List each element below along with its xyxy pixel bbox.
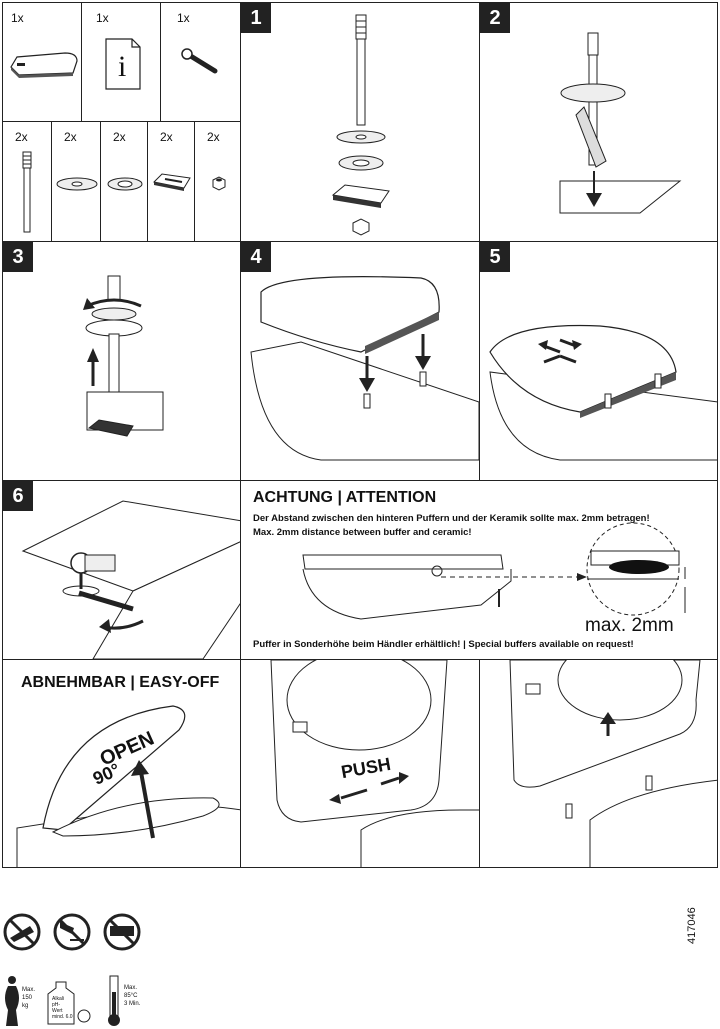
part-cell-bolt: 2x bbox=[2, 121, 52, 242]
part-cell-nut: 2x bbox=[194, 121, 241, 242]
part-cell-washer-b: 2x bbox=[100, 121, 148, 242]
no-scouring-pad-icon bbox=[103, 913, 141, 951]
no-abrasive-icon bbox=[3, 913, 41, 951]
easy-off-title: ABNEHMBAR | EASY-OFF bbox=[21, 674, 220, 691]
attention-title: ACHTUNG | ATTENTION bbox=[253, 489, 437, 506]
info-sheet-icon bbox=[105, 38, 141, 90]
attention-line-de: Der Abstand zwischen den hinteren Puffer… bbox=[253, 513, 650, 524]
fixing-plate-icon bbox=[152, 173, 191, 191]
place-seat-illustration bbox=[250, 276, 479, 461]
part-qty: 2x bbox=[160, 130, 173, 144]
part-cell-seat: 1x bbox=[2, 2, 82, 122]
attention-panel: ACHTUNG | ATTENTION Der Abstand zwischen… bbox=[240, 480, 718, 660]
weight-person-icon bbox=[5, 976, 19, 1026]
step-4-panel: 4 bbox=[240, 241, 480, 481]
special-buffers-note: Puffer in Sonderhöhe beim Händler erhält… bbox=[253, 639, 634, 650]
washer-icon bbox=[107, 177, 143, 191]
weight-label: Max. 150 kg bbox=[22, 987, 36, 1009]
lift-off-panel bbox=[479, 659, 718, 868]
part-qty: 2x bbox=[64, 130, 77, 144]
screw-tightening-illustration bbox=[21, 500, 240, 659]
step-number: 6 bbox=[3, 481, 33, 511]
step-number: 1 bbox=[241, 3, 271, 33]
part-cell-info: 1x i bbox=[81, 2, 161, 122]
attention-line-en: Max. 2mm distance between buffer and cer… bbox=[253, 527, 472, 538]
part-qty: 1x bbox=[96, 11, 109, 25]
temperature-label: Max. 85°C 3 Min. bbox=[124, 985, 141, 1007]
toilet-seat-icon bbox=[10, 52, 78, 78]
step-number: 5 bbox=[480, 242, 510, 272]
washer-icon bbox=[56, 177, 98, 191]
part-qty: 1x bbox=[177, 11, 190, 25]
step-number: 4 bbox=[241, 242, 271, 272]
step-3-panel: 3 bbox=[2, 241, 241, 481]
threaded-bolt-icon bbox=[22, 151, 32, 233]
part-cell-wrench: 1x bbox=[160, 2, 241, 122]
step-2-panel: 2 bbox=[479, 2, 718, 242]
adjust-seat-illustration bbox=[489, 324, 717, 461]
push-release-illustration bbox=[270, 660, 479, 867]
wrench-icon bbox=[181, 48, 218, 74]
info-glyph: i bbox=[118, 50, 127, 83]
thermometer-icon bbox=[108, 975, 120, 1026]
step-6-panel: 6 bbox=[2, 480, 241, 660]
step-1-panel: 1 bbox=[240, 2, 480, 242]
step-5-panel: 5 bbox=[479, 241, 718, 481]
no-chemicals-icon bbox=[53, 913, 91, 951]
push-panel: PUSH bbox=[240, 659, 480, 868]
care-symbols bbox=[3, 913, 141, 1026]
part-cell-washer-a: 2x bbox=[51, 121, 101, 242]
cleaner-label: Alkali pH- Wert mind. 6.0 bbox=[52, 996, 73, 1020]
bolt-insert-illustration bbox=[559, 32, 682, 214]
open-seat-illustration bbox=[16, 705, 240, 867]
easy-off-panel: ABNEHMBAR | EASY-OFF OPEN 90° bbox=[2, 659, 241, 868]
nut-icon bbox=[212, 176, 226, 191]
max-gap-label: max. 2mm bbox=[585, 615, 674, 636]
part-cell-plate: 2x bbox=[147, 121, 195, 242]
step-number: 2 bbox=[480, 3, 510, 33]
exploded-bolt-illustration bbox=[331, 14, 390, 236]
lift-seat-illustration bbox=[509, 660, 717, 867]
instruction-grid: 1x 1x i 1x 2x 2x bbox=[2, 2, 718, 868]
article-number: 417046 bbox=[686, 907, 698, 944]
cleaner-bottle-icon bbox=[47, 981, 91, 1025]
part-qty: 2x bbox=[15, 130, 28, 144]
part-qty: 1x bbox=[11, 11, 24, 25]
part-qty: 2x bbox=[207, 130, 220, 144]
step-number: 3 bbox=[3, 242, 33, 272]
tighten-bolt-illustration bbox=[83, 275, 164, 437]
buffer-gap-diagram bbox=[302, 522, 686, 620]
part-qty: 2x bbox=[113, 130, 126, 144]
